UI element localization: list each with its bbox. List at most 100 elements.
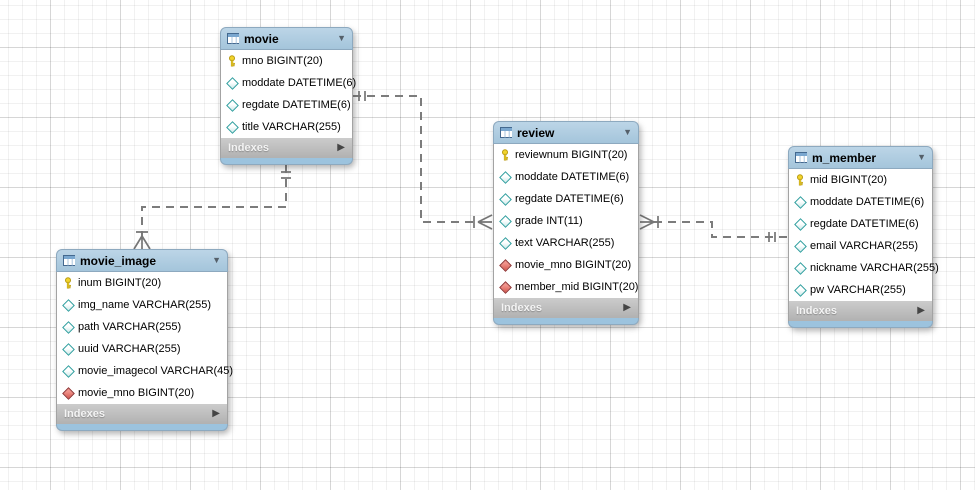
column-row[interactable]: reviewnum BIGINT(20) (494, 144, 638, 166)
column-label: moddate DATETIME(6) (810, 195, 925, 208)
column-row[interactable]: mid BIGINT(20) (789, 169, 932, 191)
relationship-review-m-member[interactable] (639, 214, 787, 242)
column-label: moddate DATETIME(6) (242, 76, 357, 89)
cardinality-one-marker (281, 171, 291, 179)
column-label: inum BIGINT(20) (78, 276, 162, 289)
column-label: uuid VARCHAR(255) (78, 342, 181, 355)
table-movie[interactable]: movie ▼ mno BIGINT(20) moddate DATETIME(… (220, 27, 356, 165)
column-row[interactable]: movie_mno BIGINT(20) (494, 254, 638, 276)
column-row[interactable]: inum BIGINT(20) (57, 272, 227, 294)
table-title: m_member (812, 150, 877, 165)
column-row[interactable]: uuid VARCHAR(255) (57, 338, 227, 360)
column-row[interactable]: moddate DATETIME(6) (221, 72, 356, 94)
column-row[interactable]: moddate DATETIME(6) (789, 191, 932, 213)
table-m-member[interactable]: m_member ▼ mid BIGINT(20) moddate DATETI… (788, 146, 939, 328)
collapse-arrow-icon[interactable]: ▼ (623, 127, 632, 137)
foreign-key-icon (498, 258, 512, 272)
column-label: path VARCHAR(255) (78, 320, 182, 333)
column-row[interactable]: mno BIGINT(20) (221, 50, 352, 72)
column-icon (225, 120, 239, 134)
table-title: movie (244, 31, 279, 46)
column-row[interactable]: regdate DATETIME(6) (789, 213, 932, 235)
column-label: mid BIGINT(20) (810, 173, 888, 186)
primary-key-icon (794, 174, 806, 186)
column-row[interactable]: nickname VARCHAR(255) (789, 257, 939, 279)
column-row[interactable]: movie_mno BIGINT(20) (57, 382, 227, 404)
column-row[interactable]: text VARCHAR(255) (494, 232, 638, 254)
table-header[interactable]: review ▼ (493, 121, 639, 144)
table-review[interactable]: review ▼ reviewnum BIGINT(20) moddate DA… (493, 121, 639, 325)
table-bottom-strip (56, 424, 228, 431)
table-title: review (517, 125, 555, 140)
column-row[interactable]: title VARCHAR(255) (221, 116, 352, 138)
column-label: moddate DATETIME(6) (515, 170, 630, 183)
column-icon (498, 236, 512, 250)
column-row[interactable]: pw VARCHAR(255) (789, 279, 932, 301)
relationship-movie-review[interactable] (353, 91, 493, 230)
column-icon (793, 283, 807, 297)
column-label: mno BIGINT(20) (242, 54, 323, 67)
cardinality-one-marker (358, 91, 366, 101)
table-header[interactable]: m_member ▼ (788, 146, 933, 169)
column-label: reviewnum BIGINT(20) (515, 148, 628, 161)
expand-arrow-icon[interactable]: ▶ (623, 302, 631, 313)
column-row[interactable]: grade INT(11) (494, 210, 638, 232)
table-header[interactable]: movie_image ▼ (56, 249, 228, 272)
expand-arrow-icon[interactable]: ▶ (917, 305, 925, 316)
column-row[interactable]: regdate DATETIME(6) (221, 94, 352, 116)
indexes-bar[interactable]: Indexes ▶ (56, 404, 228, 424)
column-label: movie_mno BIGINT(20) (515, 258, 632, 271)
cardinality-one-marker (768, 232, 776, 242)
column-label: email VARCHAR(255) (810, 239, 918, 252)
collapse-arrow-icon[interactable]: ▼ (337, 33, 346, 43)
column-icon (61, 320, 75, 334)
table-header[interactable]: movie ▼ (220, 27, 353, 50)
column-row[interactable]: movie_imagecol VARCHAR(45) (57, 360, 233, 382)
foreign-key-icon (498, 280, 512, 294)
column-icon (225, 76, 239, 90)
foreign-key-icon (61, 386, 75, 400)
table-title: movie_image (80, 253, 157, 268)
column-icon (498, 192, 512, 206)
column-icon (498, 214, 512, 228)
cardinality-many-marker (473, 214, 493, 230)
column-row[interactable]: moddate DATETIME(6) (494, 166, 638, 188)
relationship-movie-movie-image[interactable] (133, 165, 291, 250)
indexes-bar[interactable]: Indexes ▶ (220, 138, 353, 158)
column-label: title VARCHAR(255) (242, 120, 341, 133)
column-icon (225, 98, 239, 112)
table-bottom-strip (788, 321, 933, 328)
column-row[interactable]: path VARCHAR(255) (57, 316, 227, 338)
column-row[interactable]: member_mid BIGINT(20) (494, 276, 638, 298)
table-bottom-strip (493, 318, 639, 325)
column-label: pw VARCHAR(255) (810, 283, 906, 296)
column-list: reviewnum BIGINT(20) moddate DATETIME(6)… (493, 144, 639, 298)
column-row[interactable]: regdate DATETIME(6) (494, 188, 638, 210)
column-row[interactable]: img_name VARCHAR(255) (57, 294, 227, 316)
column-label: movie_mno BIGINT(20) (78, 386, 195, 399)
indexes-bar[interactable]: Indexes ▶ (788, 301, 933, 321)
column-label: nickname VARCHAR(255) (810, 261, 939, 274)
column-label: text VARCHAR(255) (515, 236, 615, 249)
table-bottom-strip (220, 158, 353, 165)
collapse-arrow-icon[interactable]: ▼ (917, 152, 926, 162)
column-icon (61, 298, 75, 312)
collapse-arrow-icon[interactable]: ▼ (212, 255, 221, 265)
column-icon (793, 195, 807, 209)
expand-arrow-icon[interactable]: ▶ (337, 142, 345, 153)
column-label: movie_imagecol VARCHAR(45) (78, 364, 234, 377)
column-row[interactable]: email VARCHAR(255) (789, 235, 932, 257)
indexes-label: Indexes (228, 141, 269, 154)
indexes-bar[interactable]: Indexes ▶ (493, 298, 639, 318)
column-icon (498, 170, 512, 184)
table-icon (500, 127, 512, 139)
primary-key-icon (62, 277, 74, 289)
column-label: member_mid BIGINT(20) (515, 280, 639, 293)
table-icon (795, 152, 807, 164)
column-list: inum BIGINT(20) img_name VARCHAR(255) pa… (56, 272, 233, 404)
expand-arrow-icon[interactable]: ▶ (212, 408, 220, 419)
column-list: mid BIGINT(20) moddate DATETIME(6) regda… (788, 169, 939, 301)
table-movie-image[interactable]: movie_image ▼ inum BIGINT(20) img_name V… (56, 249, 233, 431)
